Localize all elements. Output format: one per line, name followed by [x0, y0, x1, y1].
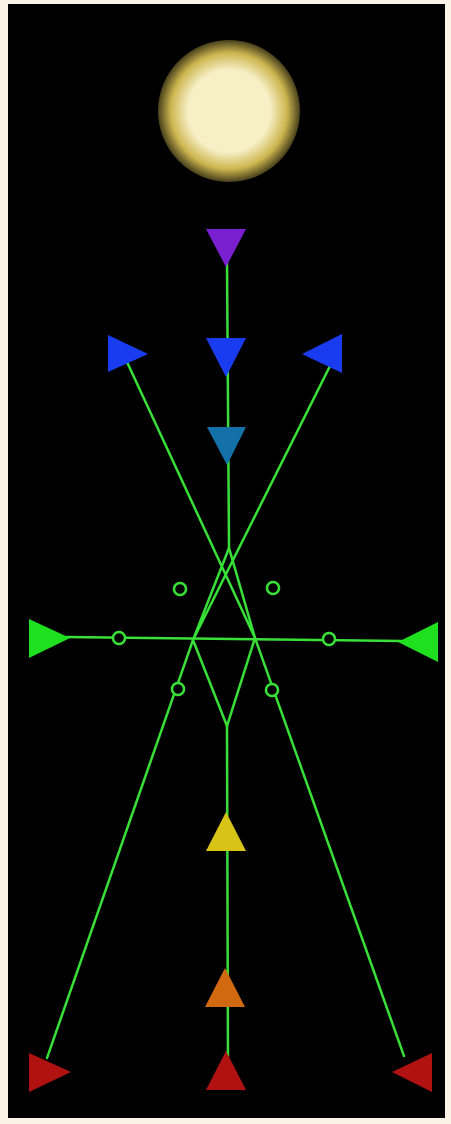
node-mid-right	[323, 633, 335, 645]
central-spine-lower	[227, 726, 228, 1072]
node-lower-right	[266, 684, 278, 696]
node-mid-left	[113, 632, 125, 644]
node-upper-right	[267, 582, 279, 594]
node-upper-left	[174, 583, 186, 595]
node-lower-left	[172, 683, 184, 695]
sun-icon	[158, 40, 300, 182]
